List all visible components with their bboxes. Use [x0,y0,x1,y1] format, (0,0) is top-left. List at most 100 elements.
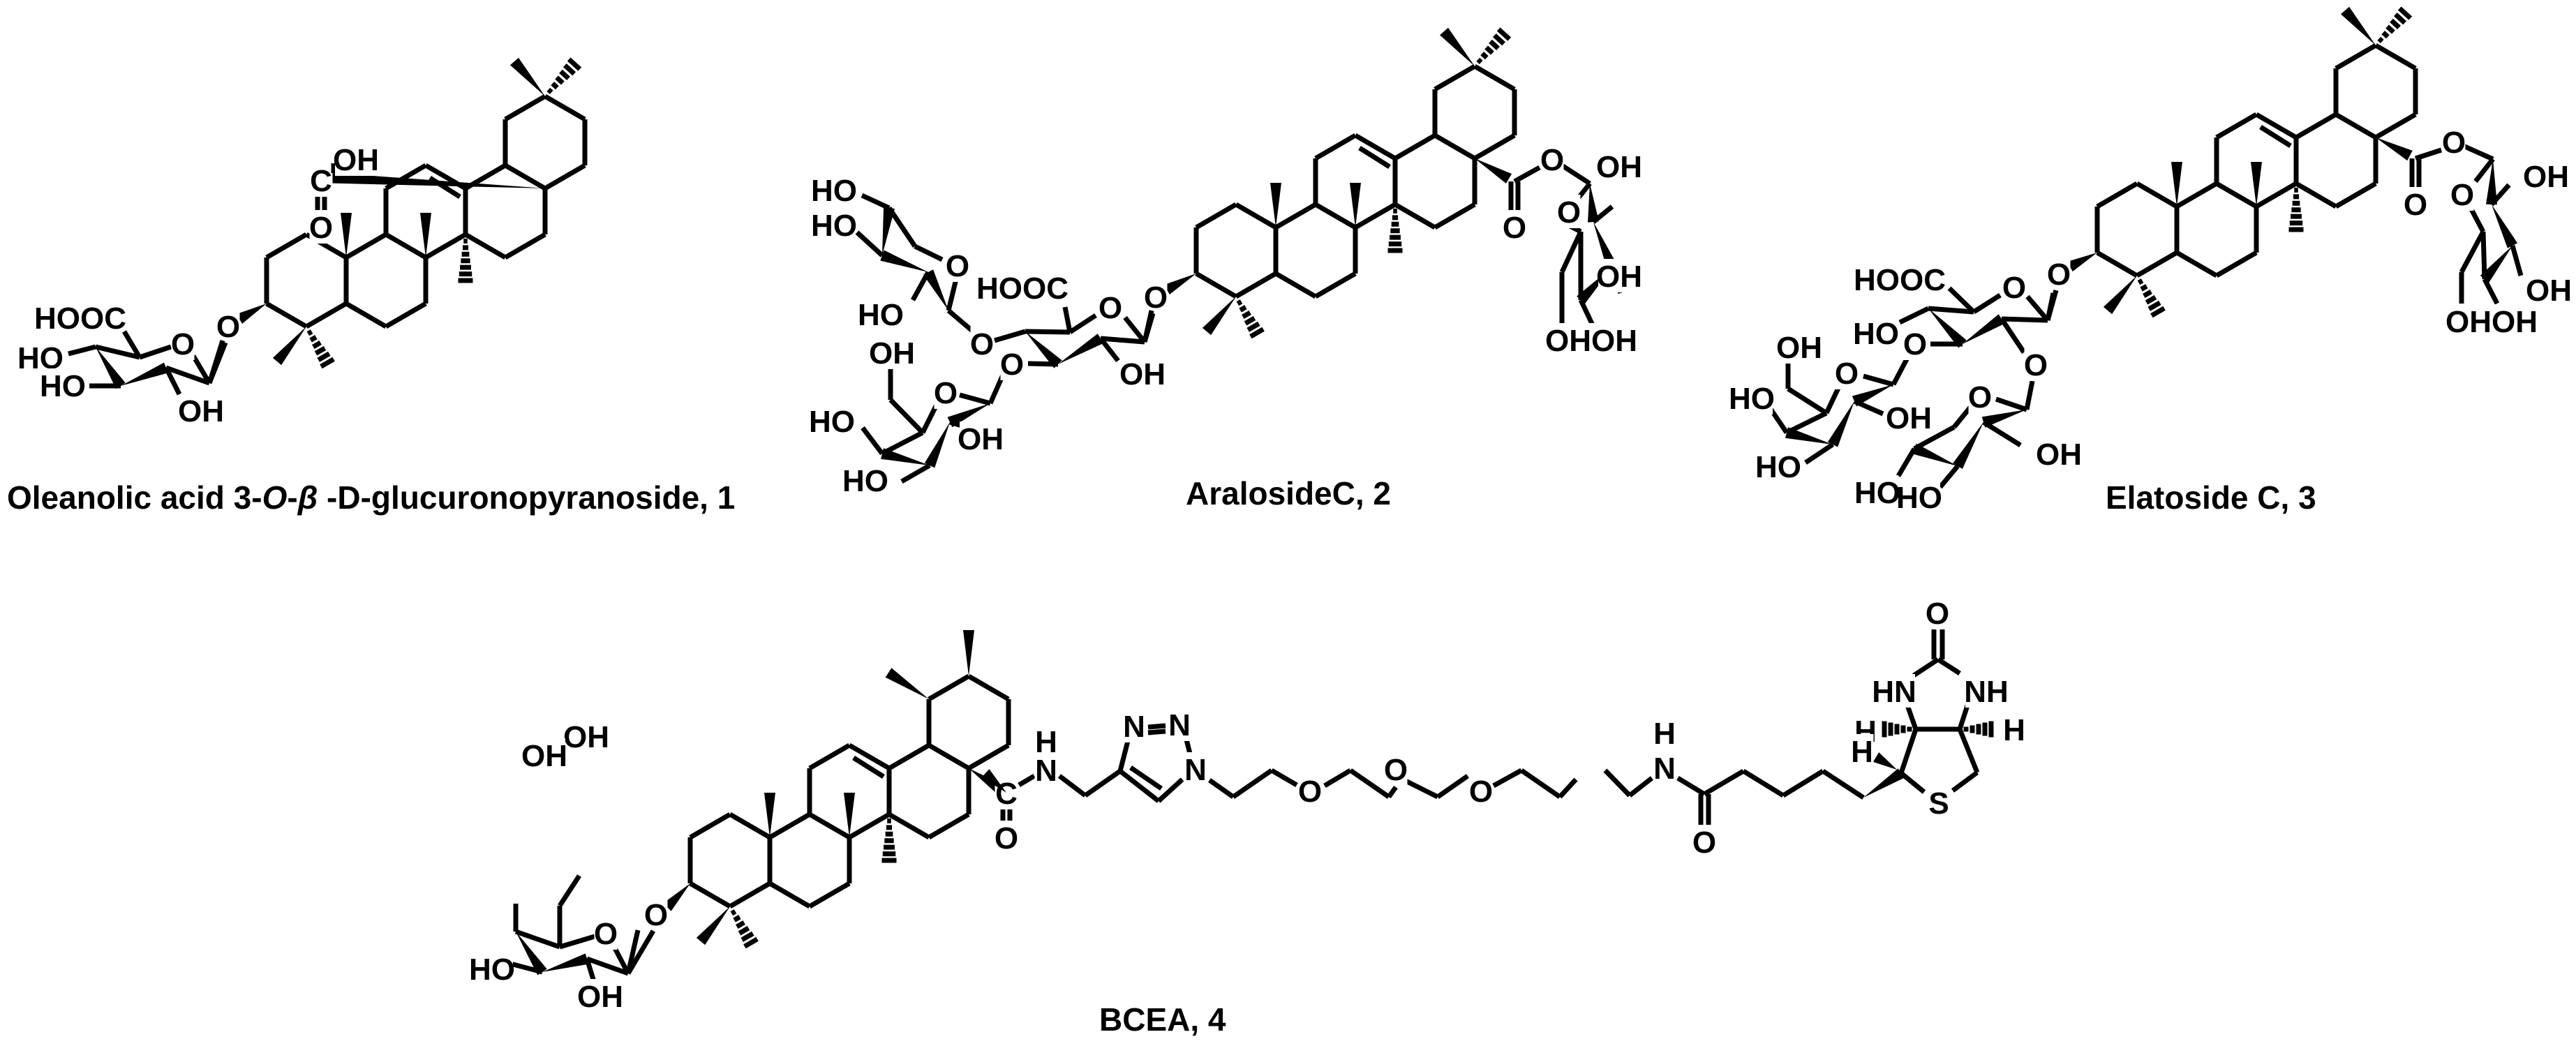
atom-label-bg [2002,270,2026,304]
atom-label-bg [1855,316,1897,350]
bond [1358,146,1391,169]
atom-label: O [1835,357,1859,391]
bond [946,278,959,311]
atom-label-bg [1835,356,1859,389]
atom-label: O [995,821,1018,856]
hash-bond [1882,721,1912,738]
bond [928,742,970,771]
caption-compound-2: AralosideC, 2 [1186,477,1391,509]
atom-label-bg [1168,708,1191,741]
atom-label: OH [333,143,379,177]
bond [1928,306,1974,315]
bond [2295,181,2337,209]
bond [768,812,811,840]
wedge-bond [2171,162,2182,207]
bond [2255,112,2298,140]
bond [1785,410,1828,435]
bond [1937,657,1961,675]
wedge-bond [1785,427,1833,444]
bond [1147,723,1166,730]
bond [1904,702,1919,731]
atom-label: OH [1596,260,1642,294]
caption-text: Elatoside C, 3 [2106,479,2316,516]
atom-label-bg [1122,357,1163,390]
hash-bond [1387,208,1403,253]
atom-label-bg [1034,753,1058,786]
bond [345,232,387,260]
atom-label: O [2002,271,2026,305]
atom-label: O [946,249,969,283]
bond [2255,181,2298,209]
wedge-bond [2376,137,2413,161]
wedge-bond [2251,162,2262,207]
substituent-bonds [68,330,225,396]
wedge-bond [2480,246,2512,283]
bond [2136,250,2178,278]
bond [504,94,546,122]
bond [1947,286,1976,314]
wedge-bond [1270,183,1281,227]
bond [1274,271,1317,299]
wedge-bond [420,213,431,257]
bond [1787,387,1828,415]
bond [2001,316,2048,323]
bond [808,812,851,840]
bond [2025,294,2050,322]
bond [1129,765,1163,791]
atom-label-bg [1540,142,1564,176]
bond [1782,769,1824,798]
bond [1270,768,1298,788]
bond [1912,657,1940,678]
atom-label: N [1653,752,1676,786]
atom-label: O [2450,178,2474,212]
hash-bond [2288,187,2304,232]
bond [1057,774,1087,798]
wedge-bond [1439,27,1475,66]
bond [1824,384,1842,414]
atom-label: OH [1776,331,1822,365]
atom-label: S [1928,786,1949,821]
bond [910,271,931,301]
atom-label: O [1692,825,1716,860]
triterpene-core [663,630,1011,949]
hash-bond [881,818,897,863]
bond [586,956,630,976]
bond [1314,202,1357,230]
atom-label-bg [1850,734,1874,768]
bond [2482,278,2500,305]
bond [1957,728,1980,774]
bond [2295,112,2337,140]
bond [1913,424,1956,451]
wedge-bond [1963,314,2005,344]
hash-bond [458,238,473,283]
bond [689,812,731,840]
bond [1099,336,1120,363]
atom-label: O [594,917,618,951]
atom-label-bg [1692,825,1716,858]
atom-label-bg [1653,716,1676,749]
bond [861,426,884,456]
atom-label-bg [934,375,958,409]
atom-label: O [171,327,195,361]
atom-label-bg [471,952,513,985]
wedge-bond [272,327,306,366]
atom-label: O [970,327,994,361]
atom-label-bg [1184,752,1207,786]
wedge-bond [516,932,547,976]
bond [2024,380,2035,410]
hash-bond [2377,6,2413,43]
caption-text: BCEA, 4 [1099,1001,1226,1038]
bond [2335,43,2377,71]
bond [625,929,656,975]
bond [855,230,884,257]
atom-label-bg [2442,125,2466,158]
atom-label-bg [811,404,853,438]
bond [1703,768,1745,797]
atom-label-bg [1122,709,1146,742]
atom-label: HOOC [976,271,1069,306]
atom-label-bg [565,719,607,753]
atom-label: N [1168,708,1191,742]
wedge-bond [2103,276,2137,315]
bond [504,163,546,191]
